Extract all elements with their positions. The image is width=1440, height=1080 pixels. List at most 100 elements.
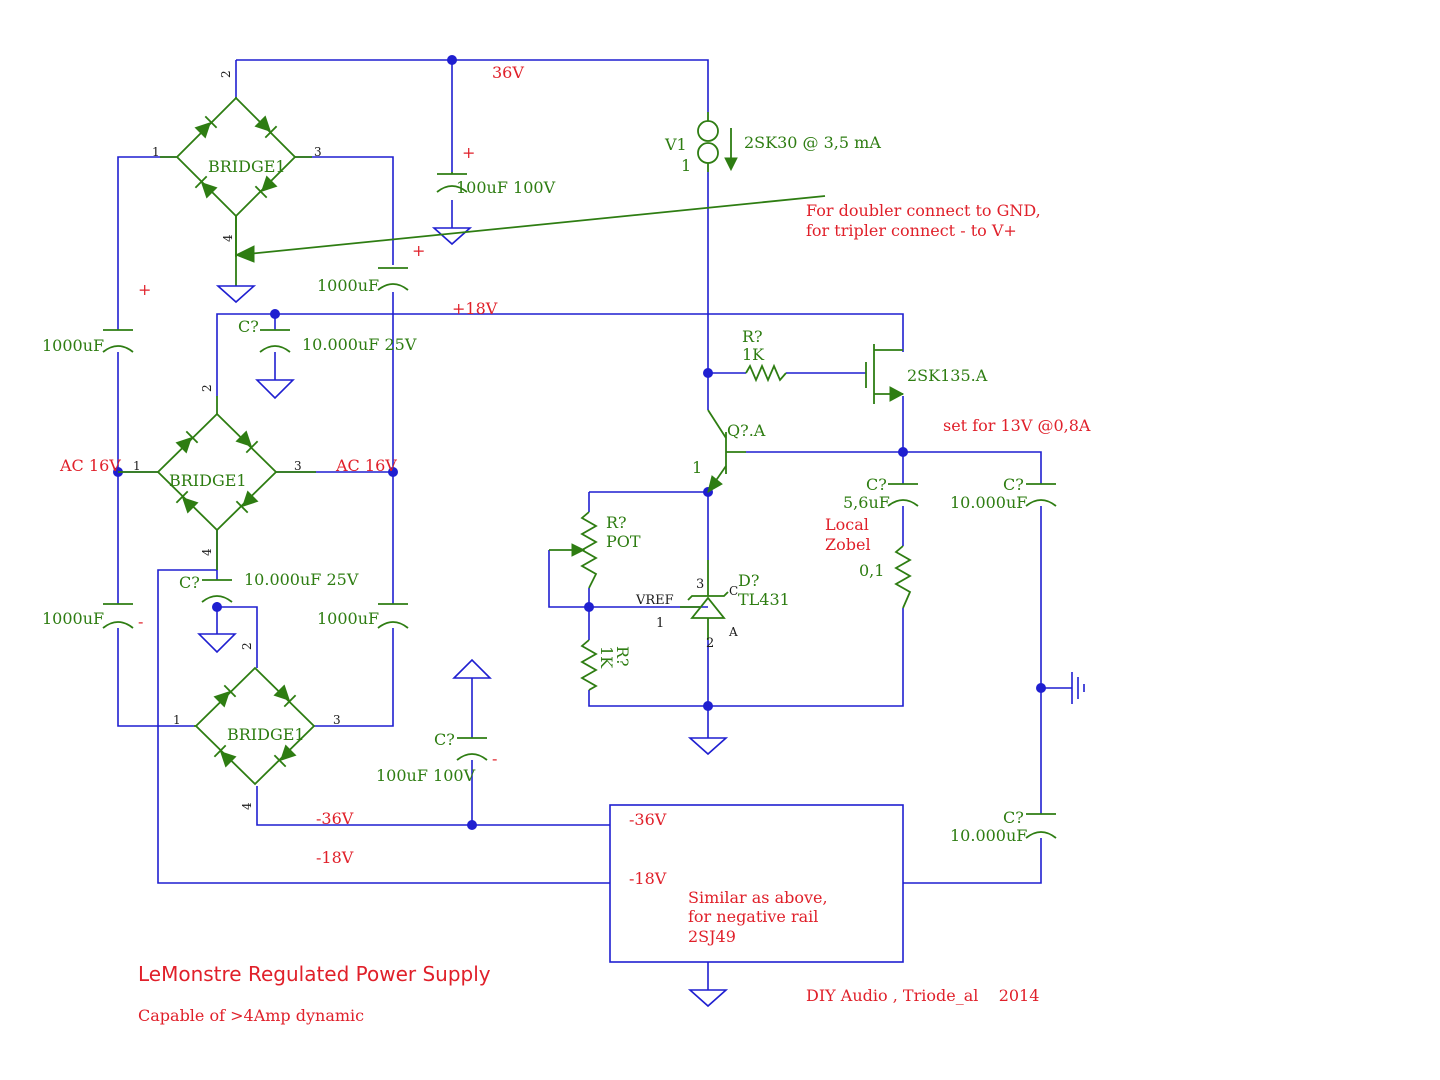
resistor-value: 1K [597,646,616,669]
bridge-rectifier-1: BRIDGE1 1 2 3 4 [152,70,322,257]
pin-label: 4 [240,802,254,810]
ground-icon [687,737,729,756]
capacitor-value: 100uF 100V [376,766,476,785]
chassis-ground-icon [1071,672,1085,704]
ground-icon [431,227,473,246]
polarity-mark: - [492,749,497,768]
capacitor-ref: C? [238,317,259,336]
junction-dot [388,467,398,477]
pin-label: 1 [692,458,702,477]
capacitor-value: 10.000uF [950,826,1027,845]
junction-dot [1036,683,1046,693]
resistor-ref: R? [613,646,632,667]
resistor-zobel: 0,1 [859,545,912,609]
net-label-neg18v: -18V [316,848,354,867]
source-ref: V1 [664,135,687,154]
pin-label: 4 [200,548,214,556]
capacitor-value: 1000uF [317,609,379,628]
regulator-value: TL431 [738,590,790,609]
set-voltage-note: set for 13V @0,8A [943,416,1091,435]
capacitor-ref: C? [1003,475,1024,494]
junction-dot [898,447,908,457]
pot-value: POT [606,532,641,551]
junction-dot [703,701,713,711]
bridge-rectifier-3: BRIDGE1 1 2 3 4 [173,642,341,810]
capacitor-value: 10.000uF [950,493,1027,512]
pot-ref: R? [606,513,627,532]
resistor-1k-low: R? 1K [580,639,632,691]
page-title: LeMonstre Regulated Power Supply [138,962,491,986]
potentiometer: R? POT [549,511,641,589]
pin-label: 1 [152,145,160,159]
junction-dot [270,309,280,319]
pin-label: 1 [681,156,691,175]
capacitor-value: 1000uF [42,336,104,355]
ground-symbols [197,216,1085,1008]
pin-label: 2 [200,384,214,392]
pin-label: A [728,625,738,639]
resistor-ref: R? [742,327,763,346]
net-labels: 36V +18V AC 16V AC 16V -36V -18V [59,63,524,867]
ground-icon [687,989,729,1008]
net-label-neg36v: -36V [316,809,354,828]
net-label: VREF [635,593,674,608]
capacitor-output-bottom: C? 10.000uF [950,808,1057,845]
pin-label: 1 [173,713,181,727]
junction-dot [212,602,222,612]
junction-dot [447,55,457,65]
pin-label: 2 [240,642,254,650]
mosfet-value: 2SK135.A [907,366,988,385]
capacitor-output-top: C? 10.000uF [950,475,1057,512]
page-subtitle: Capable of >4Amp dynamic [138,1006,364,1025]
negative-rail-block: -36V -18V Similar as above, for negative… [629,810,828,946]
supply-arrow-icon [452,658,492,679]
junction-dot [703,368,713,378]
pin-label: 3 [314,145,322,159]
junction-dot [584,602,594,612]
capacitor-1000uf-mid: + 1000uF [317,241,425,295]
capacitor-value: 100uF 100V [456,178,556,197]
pin-label: 2 [706,636,714,651]
capacitor-1000uf-right-bottom: 1000uF [317,603,409,629]
polarity-mark: + [138,280,151,299]
bridge-label: BRIDGE1 [169,471,247,490]
pin-label: C [729,584,738,598]
resistor-1k-gate: R? 1K [742,327,787,383]
capacitor-10000uf-top: C? 10.000uF 25V [238,317,417,354]
net-label-18v: +18V [452,299,498,318]
ground-icon [197,633,237,654]
pin-label: 3 [294,459,302,473]
doubler-note-line1: For doubler connect to GND, [806,201,1041,220]
capacitor-100uf-bottom: C? - 100uF 100V [376,730,497,785]
note-pointer-arrow [234,195,826,263]
capacitor-value: 10.000uF 25V [244,570,359,589]
polarity-mark: + [462,143,475,162]
capacitor-ref: C? [434,730,455,749]
block-note-line2: for negative rail [688,907,818,926]
credit-line: DIY Audio , Triode_al 2014 [806,986,1039,1005]
polarity-mark: - [138,612,143,631]
net-label-36v: 36V [492,63,524,82]
source-value: 2SK30 @ 3,5 mA [744,133,881,152]
block-note-line3: 2SJ49 [688,927,736,946]
pin-label: 2 [219,70,233,78]
capacitor-zobel: C? 5,6uF [843,475,919,512]
ground-icon [215,216,257,304]
junction-dot [467,820,477,830]
regulator-ref: D? [738,571,759,590]
bridge-label: BRIDGE1 [208,157,286,176]
bridge-label: BRIDGE1 [227,725,305,744]
block-note-line1: Similar as above, [688,888,828,907]
transistor-q: Q?.A 1 [692,409,766,494]
mosfet-2sk135: 2SK135.A [865,344,988,404]
resistor-value: 0,1 [859,561,884,580]
block-input-neg18: -18V [629,869,667,888]
transistor-ref: Q?.A [727,421,766,440]
capacitor-ref: C? [179,573,200,592]
title-block: LeMonstre Regulated Power Supply Capable… [138,962,1039,1025]
current-source-v1: V1 1 2SK30 @ 3,5 mA [664,112,881,175]
capacitor-10000uf-bottom: C? 10.000uF 25V [179,570,359,603]
pin-label: 4 [221,234,235,242]
pin-label: 1 [656,616,664,631]
